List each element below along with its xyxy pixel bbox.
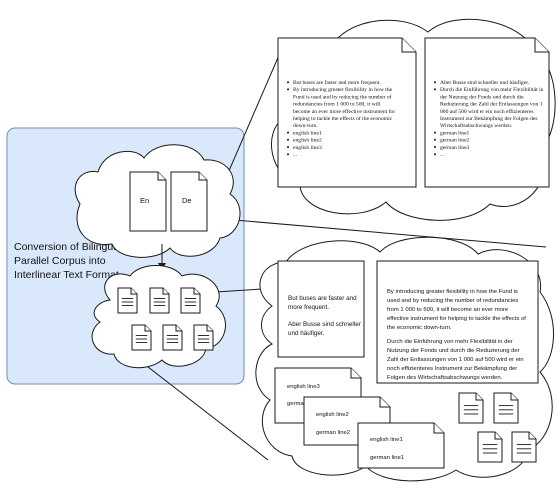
interlinear-card-de: german line1 [370,455,404,461]
connector-en-to-doc [224,45,284,181]
german-document-line: german line1 [440,130,470,136]
english-document-line: english line2 [293,138,322,144]
english-document-bullet-icon [287,88,289,91]
german-document-line: Aber Busse sind schneller und häufiger. [440,79,530,86]
document-icon [511,431,537,463]
connector-lines [129,45,547,461]
long-card-de-line: Folgen des Wirtschaftsabschwungs werden. [387,375,503,381]
german-document-bullet-icon [434,153,436,156]
english-document-line: helping to tackle the effects of the eco… [293,115,393,122]
short-sentence-card [277,260,365,358]
interlinear-card-en: english line3 [287,384,320,390]
long-card-en-line: used and by reducing the number of redun… [387,298,518,304]
long-card-en-line: effective instrument for helping to tack… [387,316,526,322]
german-document [424,37,550,188]
english-document-bullet-icon [287,153,289,156]
english-document [277,37,417,188]
german-document-line: german line3 [440,145,470,151]
panel-label: Conversion of Bilingual Parallel Corpus … [14,241,124,281]
long-card-text: By introducing greater flexibility in ho… [387,289,526,381]
panel-label-line-3: Interlinear Text Format [14,269,119,281]
german-document-text: Aber Busse sind schneller und häufiger.D… [434,79,544,158]
document-icon [117,287,138,314]
document-icon [493,392,519,424]
english-document-line: become an ever more effective instrument… [293,108,395,115]
english-source-file: En [129,171,167,232]
document-icon [477,431,503,463]
german-source-file: De [170,171,208,232]
english-document-bullet-icon [287,81,289,84]
english-document-line: down-turn. [293,123,318,129]
connector-de-to-doc [222,218,547,248]
short-card-de-line-1: Aber Busse sind schneller [288,321,361,328]
converted-file-icons [117,287,214,351]
english-document-bullet-icon [287,131,289,134]
short-card-en-line-1: But buses are faster and [288,295,357,302]
short-card-en-line-2: more frequent. [288,304,329,311]
short-card-de-line-2: und häufiger. [288,330,325,337]
interlinear-card-en: english line2 [316,412,349,418]
document-icon [162,324,183,351]
long-card-de-line: noch effizienteres Instrument zur Bekämp… [387,366,517,372]
output-file-icons [458,392,537,463]
english-document-line: By introducing greater flexibility in ho… [293,86,393,93]
long-card-de-line: Durch die Einführung von mehr Flexibilit… [387,339,513,345]
connector-files-to-stack [129,352,269,461]
german-file-label: De [182,196,192,205]
long-card-de-line: Nutzung der Fonds und durch die Reduzier… [387,348,520,354]
english-document-line: english line3 [293,145,322,151]
long-card-en-line: from 1 000 to 500, it will become an eve… [387,307,509,313]
document-icon [180,287,201,314]
english-file-label: En [140,196,149,205]
interlinear-card-en: english line1 [370,437,403,443]
german-document-line: Reduzierung der Zahl der Entlassungen vo… [440,102,543,108]
panel-label-line-1: Conversion of Bilingual [14,241,121,253]
panel-label-line-2: Parallel Corpus into [14,255,106,267]
english-document-line: english line1 [293,130,322,136]
document-icon [193,324,214,351]
document-icon [149,287,170,314]
interlinear-card: english line1 german line1 [357,422,445,469]
german-document-line: Wirtschaftsabschwungs werden. [440,122,513,129]
long-card-en-line: the economic down-turn. [387,325,452,331]
english-document-bullet-icon [287,146,289,148]
long-card-de-line: Zahl der Entlassungen von 1 000 auf 500 … [387,357,524,363]
english-document-line: Fund is used and by reducing the number … [293,93,392,100]
document-icon [131,324,152,351]
german-document-line: 000 auf 500 wird er ein noch effizienter… [440,108,534,115]
german-document-bullet-icon [434,131,436,134]
interlinear-card-de: german line2 [316,430,350,436]
short-card-text: But buses are faster and more frequent. … [288,295,363,337]
english-document-bullet-icon [287,138,289,141]
german-document-bullet-icon [434,146,436,148]
long-card-en-line: By introducing greater flexibility in ho… [387,289,518,295]
german-document-line: der Nutzung der Fonds und durch die [440,94,524,100]
english-document-line: ... [293,152,298,158]
german-document-line: Durch die Einführung von mehr Flexibilit… [440,86,544,93]
german-document-bullet-icon [434,88,436,91]
german-document-line: Instrument zur Bekämpfung der Folgen des [440,115,537,122]
english-document-text: But buses are faster and more frequent.B… [287,79,395,158]
german-document-bullet-icon [434,81,436,84]
german-document-line: german line2 [440,138,470,144]
long-sentence-card [376,260,539,384]
document-icon [458,392,484,424]
english-document-line: But buses are faster and more frequent. [293,79,381,86]
german-document-line: ... [440,152,445,158]
german-document-bullet-icon [434,138,436,141]
english-document-line: redundancies from 1 000 to 500, it will [293,101,381,108]
